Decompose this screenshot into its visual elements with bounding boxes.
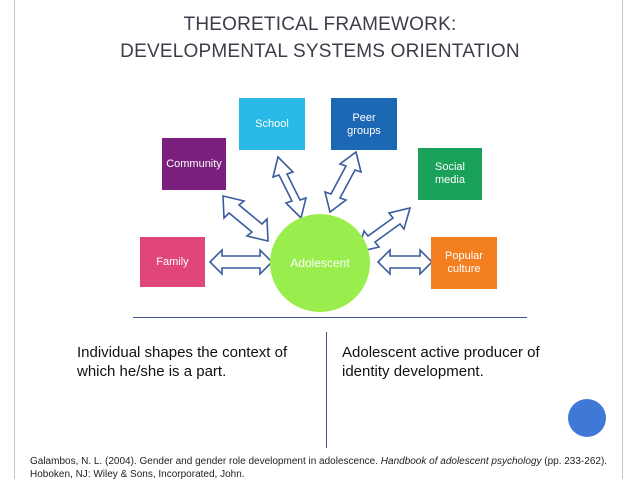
slide-title-line-2: DEVELOPMENTAL SYSTEMS ORIENTATION: [120, 41, 520, 62]
community-label: Community: [166, 157, 222, 170]
school-label: School: [255, 117, 289, 130]
citation-authors: Galambos, N. L. (2004). Gender and gende…: [30, 456, 378, 467]
family-label: Family: [156, 255, 189, 268]
popular-culture-label: Popular culture: [445, 250, 483, 275]
citation-source: Handbook of adolescent psychology: [380, 456, 542, 467]
arrow-adolescent-popular: [376, 248, 434, 276]
citation-details: (pp. 233-262). Hoboken, NJ: Wiley & Sons…: [30, 456, 608, 480]
horizontal-divider: [133, 317, 527, 318]
right-border-line: [622, 0, 623, 479]
peer-groups-node: Peer groups: [331, 98, 397, 150]
arrow-peer-adolescent: [323, 150, 363, 214]
left-statement: Individual shapes the context of which h…: [77, 344, 288, 380]
arrow-school-adolescent: [271, 155, 308, 220]
popular-culture-node: Popular culture: [431, 237, 497, 289]
social-media-label: Social media: [435, 161, 465, 186]
arrow-family-adolescent: [208, 248, 274, 276]
school-node: School: [239, 98, 305, 150]
community-node: Community: [162, 138, 226, 190]
family-node: Family: [140, 237, 205, 287]
adolescent-node: Adolescent: [270, 214, 370, 312]
adolescent-label: Adolescent: [290, 256, 350, 270]
accent-circle-decoration: [568, 399, 606, 437]
social-media-node: Social media: [418, 148, 482, 200]
slide-title-line-1: THEORETICAL FRAMEWORK:: [183, 14, 457, 35]
arrow-community-adolescent: [222, 194, 269, 243]
peer-groups-label: Peer groups: [347, 112, 381, 137]
citation: Galambos, N. L. (2004). Gender and gende…: [30, 455, 630, 481]
right-statement: Adolescent active producer of identity d…: [342, 344, 540, 380]
left-border-line: [14, 0, 15, 479]
vertical-divider: [326, 332, 327, 448]
